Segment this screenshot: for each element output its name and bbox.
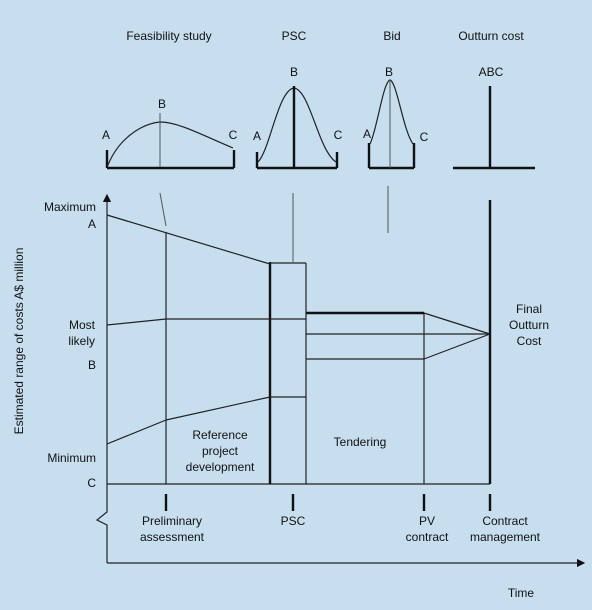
region-final-line1: Final [516,302,542,316]
feasibility-label-b: B [158,97,166,111]
region-reference-line1: Reference [192,428,248,442]
most-likely-line-left [106,318,167,326]
feasibility-connector [159,192,167,227]
milestone-cm-line2: management [470,530,541,544]
y-axis-title: Estimated range of costs A$ million [12,248,26,435]
y-label-a: A [88,217,96,231]
x-axis-title-time: Time [508,586,535,600]
y-label-c: C [87,476,96,490]
region-reference-line3: development [186,460,255,474]
region-reference-line2: project [202,444,239,458]
feasibility-label-c: C [229,128,238,142]
bid-distribution: A B C [363,65,429,170]
region-tendering: Tendering [334,435,387,449]
region-final-line3: Cost [517,334,542,348]
psc-curve [257,87,337,163]
bid-curve [369,79,414,145]
milestone-cm-line1: Contract [482,514,528,528]
bid-label-b: B [385,65,393,79]
outturn-distribution: ABC [453,65,535,170]
converge-bottom [423,333,491,360]
y-axis-break [95,484,108,563]
minimum-estimate-line-right [165,396,271,421]
milestone-prelim-line2: assessment [140,530,205,544]
psc-label-a: A [253,129,261,143]
milestone-pv-line1: PV [419,514,435,528]
y-label-most: Most [69,318,96,332]
milestone-pv-line2: contract [406,530,449,544]
feasibility-distribution: A B C [102,97,238,170]
psc-label-b: B [290,65,298,79]
stage-title-psc: PSC [282,29,307,43]
y-label-maximum: Maximum [44,200,96,214]
y-label-minimum: Minimum [47,451,96,465]
bid-label-c: C [420,130,429,144]
psc-distribution: A B C [253,65,343,170]
outturn-label-abc: ABC [479,65,504,79]
converge-top [423,312,491,335]
stage-title-feasibility: Feasibility study [126,29,211,43]
bid-label-a: A [363,127,371,141]
stage-title-bid: Bid [383,29,400,43]
milestone-psc: PSC [281,514,306,528]
maximum-estimate-line [106,214,271,265]
y-label-b: B [88,358,96,372]
milestone-prelim-line1: Preliminary [142,514,202,528]
psc-label-c: C [334,128,343,142]
stage-title-outturn: Outturn cost [458,29,524,43]
region-final-line2: Outturn [509,318,549,332]
y-label-likely: likely [68,334,95,348]
feasibility-curve [107,121,234,166]
feasibility-label-a: A [102,128,110,142]
minimum-estimate-line-left [106,419,167,445]
